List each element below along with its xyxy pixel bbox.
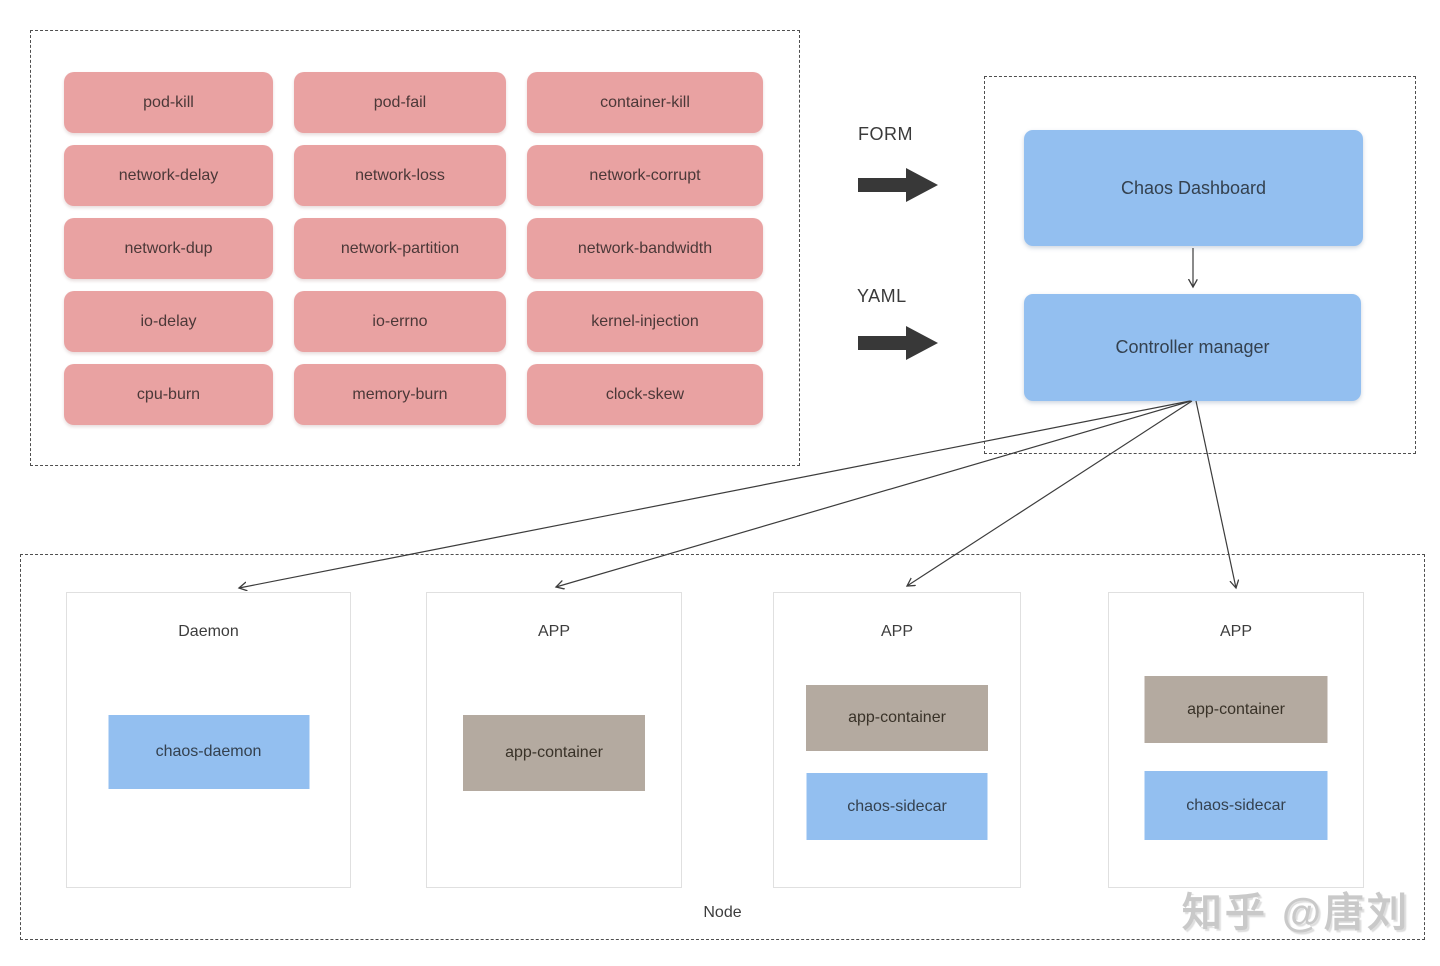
chaos-dashboard-box: Chaos Dashboard [1024,130,1363,246]
pod-app-2: APP app-container chaos-sidecar [773,592,1021,888]
fault-box-io-delay: io-delay [64,291,273,352]
fault-box-network-bandwidth: network-bandwidth [527,218,763,279]
form-arrow-icon [858,168,938,202]
chaos-sidecar-box: chaos-sidecar [806,773,988,840]
fault-box-clock-skew: clock-skew [527,364,763,425]
fault-box-network-dup: network-dup [64,218,273,279]
fault-box-container-kill: container-kill [527,72,763,133]
fault-box-io-errno: io-errno [294,291,506,352]
fault-box-network-corrupt: network-corrupt [527,145,763,206]
pod-daemon: Daemon chaos-daemon [66,592,351,888]
fault-box-kernel-injection: kernel-injection [527,291,763,352]
yaml-arrow-icon [858,326,938,360]
fault-types-grid: pod-kill pod-fail container-kill network… [64,72,763,425]
fault-box-pod-kill: pod-kill [64,72,273,133]
fault-box-network-loss: network-loss [294,145,506,206]
app-container-box: app-container [463,715,645,791]
fault-box-network-partition: network-partition [294,218,506,279]
fault-box-memory-burn: memory-burn [294,364,506,425]
control-plane-panel: Chaos Dashboard Controller manager [984,76,1416,454]
pod-app-3: APP app-container chaos-sidecar [1108,592,1364,888]
fault-box-network-delay: network-delay [64,145,273,206]
node-panel: Daemon chaos-daemon APP app-container AP… [20,554,1425,940]
chaos-sidecar-box: chaos-sidecar [1144,771,1328,840]
pod-title: APP [1219,623,1252,640]
fault-box-cpu-burn: cpu-burn [64,364,273,425]
form-label: FORM [858,124,913,144]
app-container-box: app-container [1144,676,1328,743]
pod-title: Daemon [178,623,239,640]
pod-title: APP [880,623,913,640]
fault-types-panel: pod-kill pod-fail container-kill network… [30,30,800,466]
pod-app-1: APP app-container [426,592,682,888]
yaml-label: YAML [857,286,907,306]
controller-manager-box: Controller manager [1024,294,1361,401]
node-label: Node [703,904,742,921]
app-container-box: app-container [806,685,988,751]
chaos-daemon-box: chaos-daemon [108,715,309,789]
fault-box-pod-fail: pod-fail [294,72,506,133]
watermark: 知乎 @唐刘 [1181,891,1410,935]
pod-title: APP [537,623,570,640]
